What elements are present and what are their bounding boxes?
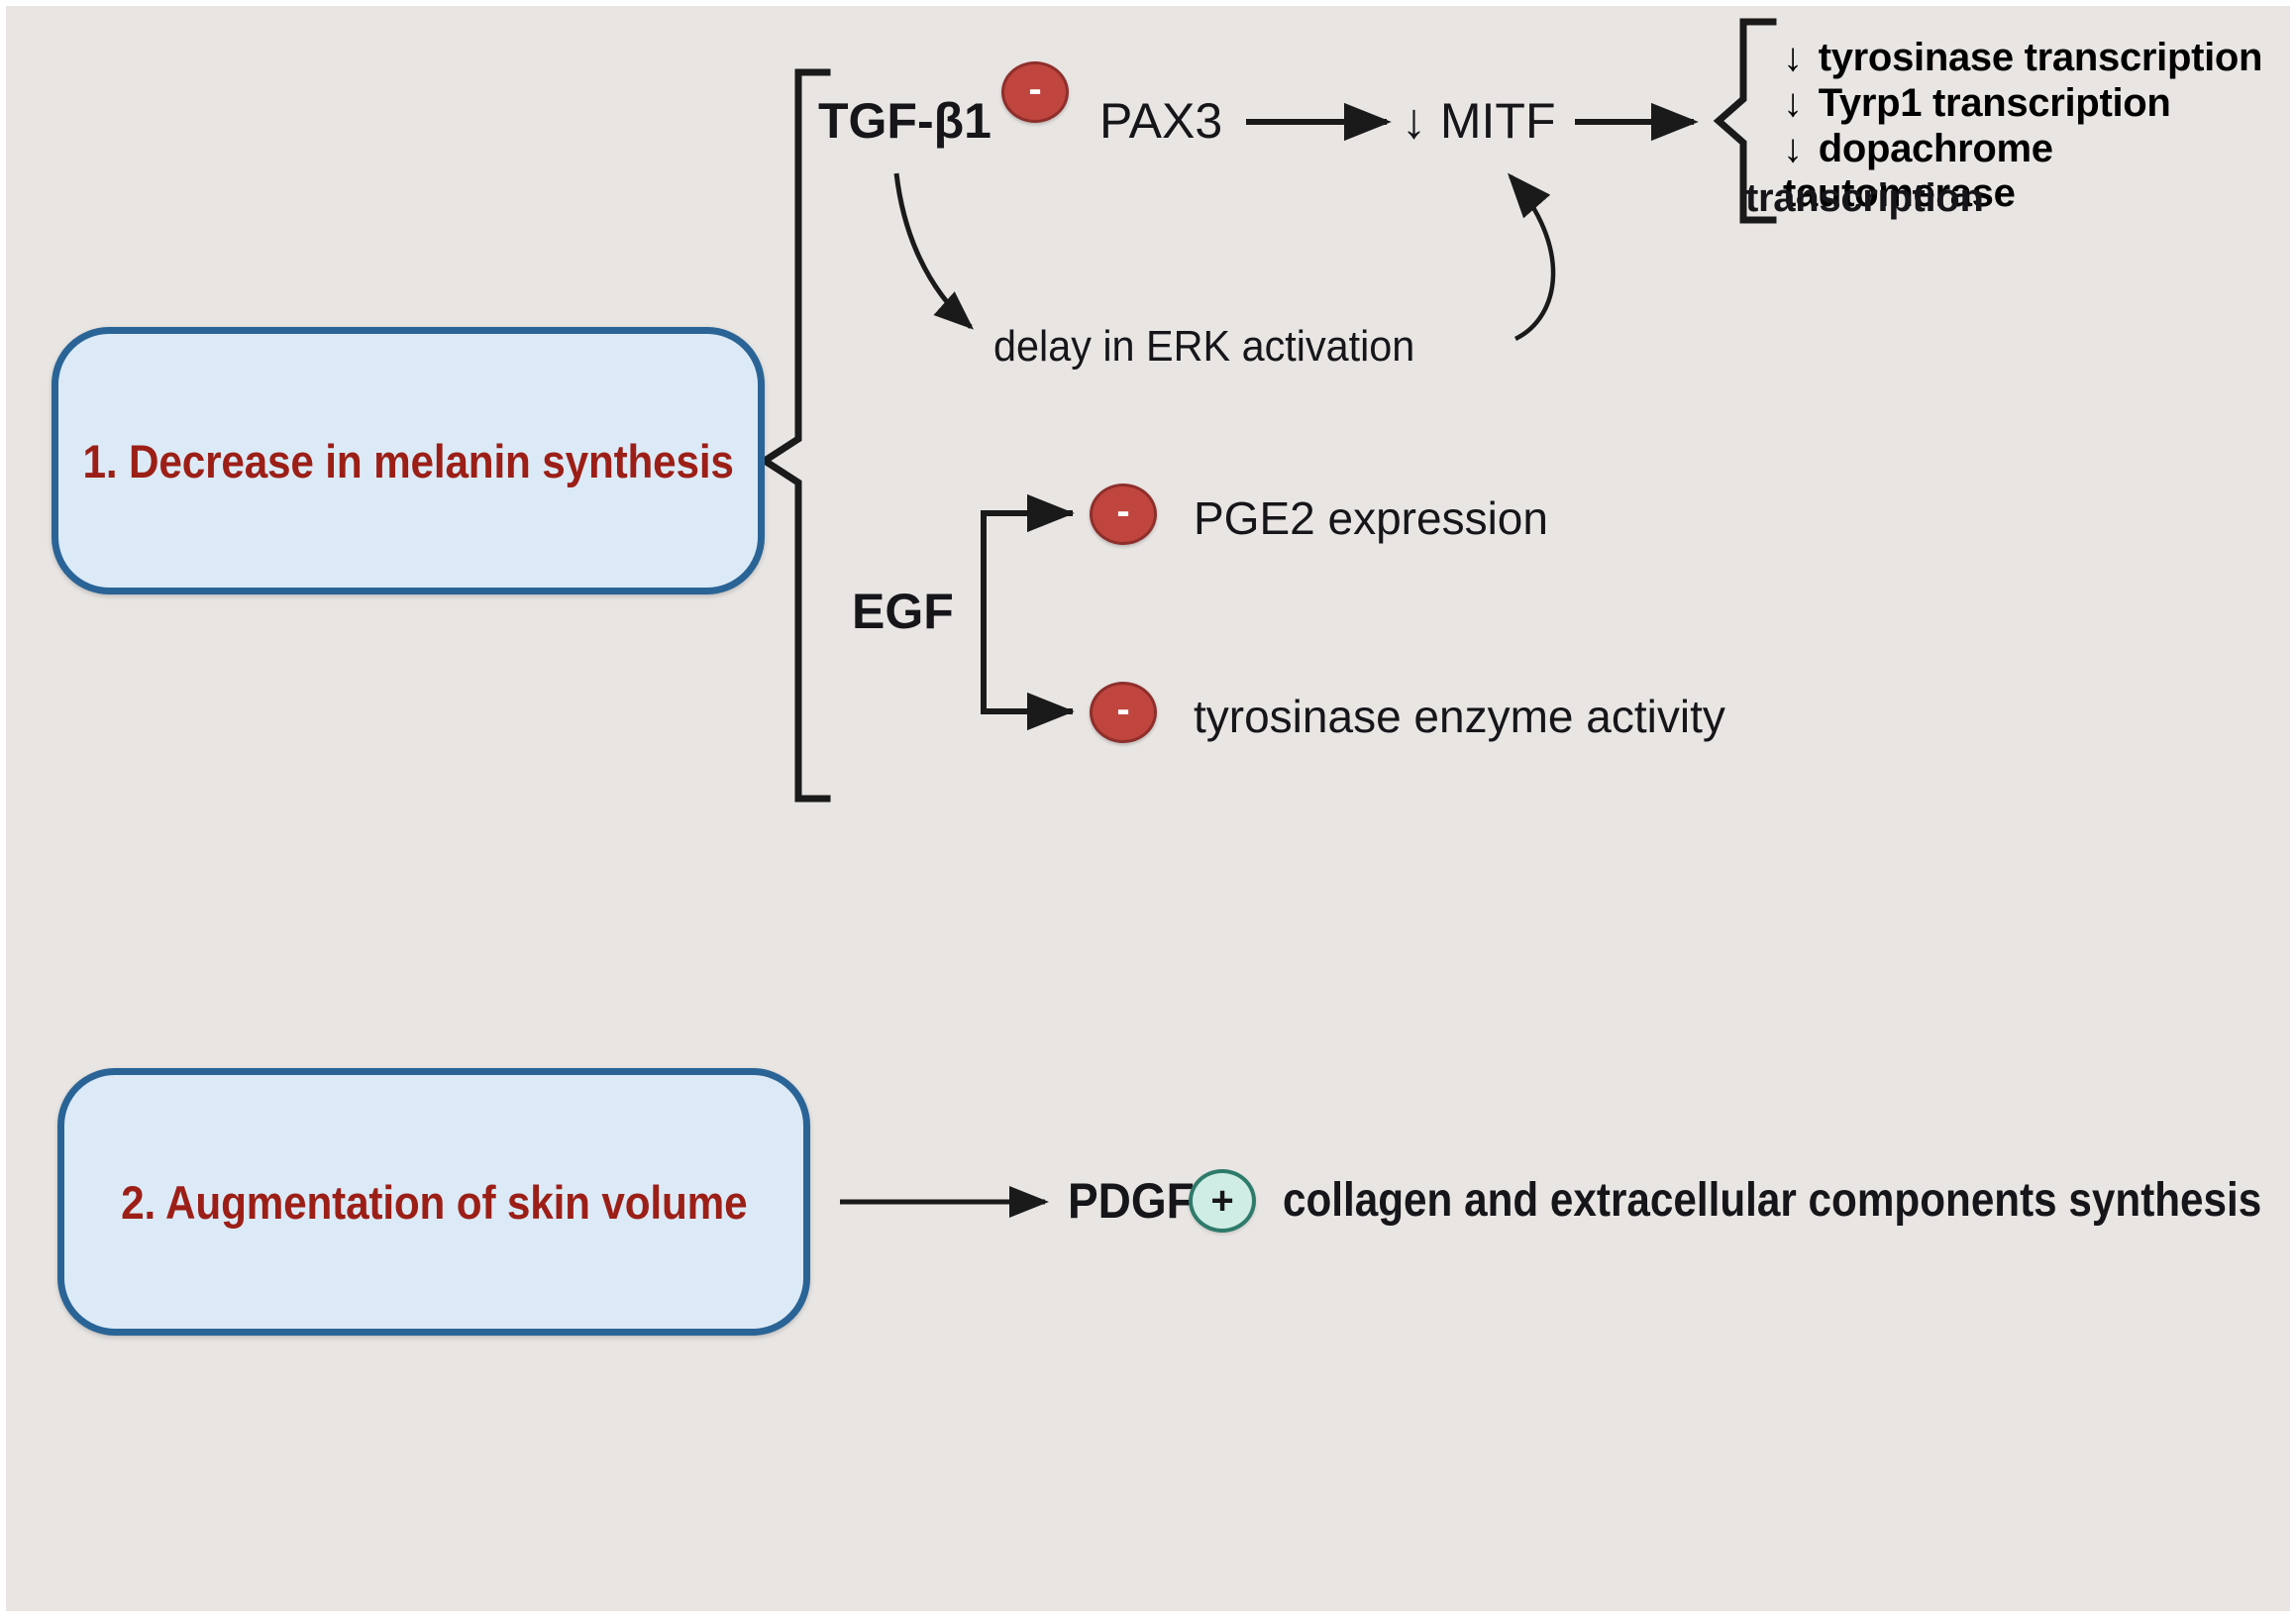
figure-background bbox=[6, 6, 2290, 1611]
label-pdgf: PDGF bbox=[1068, 1173, 1195, 1229]
outcome-text: dopachrome tautomerase bbox=[1783, 127, 2053, 215]
outcome-row: ↓ Tyrp1 transcription bbox=[1783, 81, 2296, 127]
plus-sign: + bbox=[1210, 1179, 1234, 1223]
box2-label: 2. Augmentation of skin volume bbox=[120, 1175, 748, 1229]
inhibition-badge-tyrosinase: - bbox=[1090, 682, 1157, 743]
label-mitf-down: ↓ MITF bbox=[1402, 93, 1556, 149]
minus-sign: - bbox=[1028, 67, 1042, 111]
box-decrease-melanin-synthesis[interactable]: 1. Decrease in melanin synthesis bbox=[52, 327, 765, 594]
label-collagen-synthesis: collagen and extracellular components sy… bbox=[1283, 1174, 2262, 1227]
box-augmentation-skin-volume[interactable]: 2. Augmentation of skin volume bbox=[57, 1068, 810, 1336]
box1-label: 1. Decrease in melanin synthesis bbox=[82, 434, 734, 487]
outcome-text: Tyrp1 transcription bbox=[1818, 81, 2171, 125]
inhibition-badge-tgf-pax3: - bbox=[1001, 61, 1069, 123]
minus-sign: - bbox=[1116, 489, 1130, 533]
inhibition-badge-pge2: - bbox=[1090, 484, 1157, 545]
label-egf: EGF bbox=[852, 584, 954, 639]
down-arrow-icon: ↓ bbox=[1783, 81, 1803, 125]
outcomes-list: ↓ tyrosinase transcription ↓ Tyrp1 transcr… bbox=[1783, 36, 2296, 215]
outcome-row: ↓dopachrome tautomerase bbox=[1783, 127, 2296, 215]
label-tgf-beta1: TGF-β1 bbox=[818, 93, 991, 149]
label-tyrosinase-enzyme-activity: tyrosinase enzyme activity bbox=[1194, 691, 1725, 742]
label-pax3: PAX3 bbox=[1099, 93, 1223, 149]
down-arrow-icon: ↓ bbox=[1783, 127, 1803, 170]
label-pge2-expression: PGE2 expression bbox=[1194, 492, 1548, 544]
activation-badge-pdgf: + bbox=[1189, 1169, 1256, 1233]
label-delay-erk-activation: delay in ERK activation bbox=[993, 322, 1415, 371]
down-arrow-icon: ↓ bbox=[1783, 36, 1803, 79]
outcome-row: ↓ tyrosinase transcription bbox=[1783, 36, 2296, 81]
minus-sign: - bbox=[1116, 688, 1130, 731]
outcomes-continuation-text: transcription bbox=[1745, 176, 1984, 220]
outcome-text: tyrosinase transcription bbox=[1818, 36, 2263, 79]
